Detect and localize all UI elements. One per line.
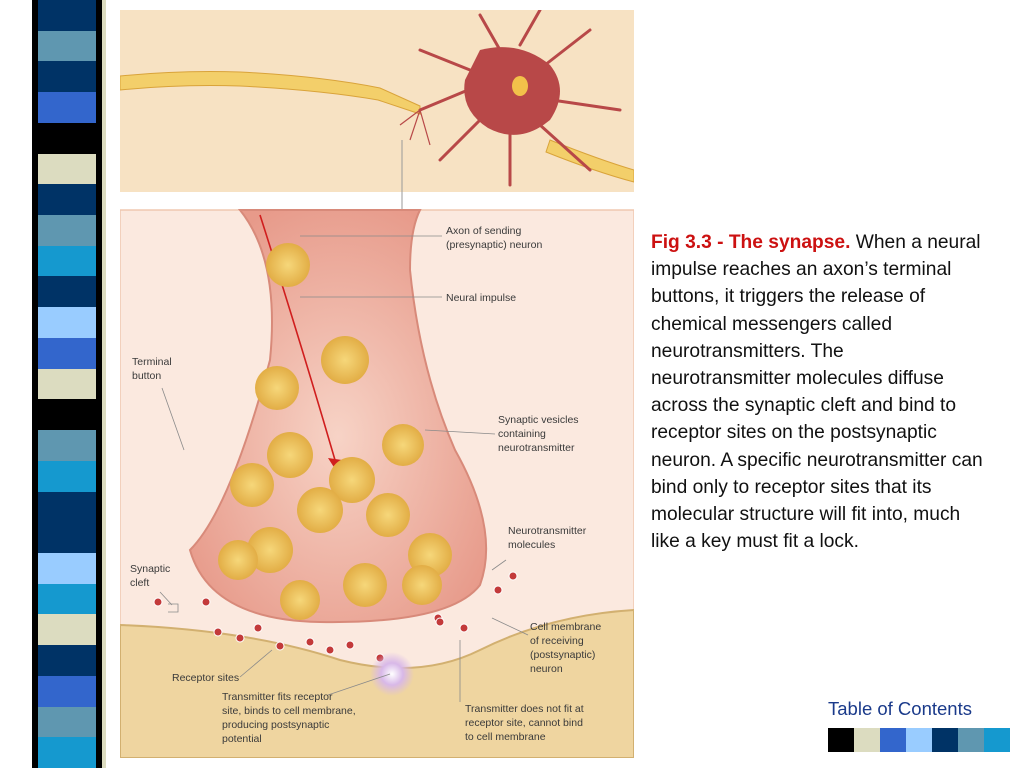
stripe-block [36,737,96,768]
stripe-rule [102,0,106,768]
neuron-nucleus [512,76,528,96]
caption-title: Fig 3.3 - The synapse. [651,232,851,253]
stripe-block [36,522,96,554]
nav-swatch[interactable] [984,728,1010,752]
figure-caption: Fig 3.3 - The synapse. When a neural imp… [651,229,986,555]
vesicle [366,493,410,537]
nav-swatch[interactable] [906,728,932,752]
vesicle [230,463,274,507]
stripe-block [36,122,96,155]
nav-swatch[interactable] [854,728,880,752]
stripe-block [36,30,96,62]
stripe-block [36,184,96,216]
label-vesicles-line3: neurotransmitter [498,442,575,454]
stripe-block [36,399,96,431]
vesicle [321,336,369,384]
nav-swatch[interactable] [932,728,958,752]
label-leader-lines [159,235,529,702]
stripe-block [36,245,96,277]
stripe-block [36,0,96,32]
label-nofit-line3: to cell membrane [465,731,546,743]
label-nofit-line2: receptor site, cannot bind [465,717,583,729]
vesicle [343,563,387,607]
nav-swatch[interactable] [880,728,906,752]
caption-body: When a neural impulse reaches an axon’s … [651,232,983,553]
label-vesicles-line1: Synaptic vesicles [498,414,579,426]
nav-swatch-bar[interactable] [828,728,1010,752]
stripe-edge [32,0,38,768]
stripe-block [36,460,96,493]
stripe-edge [96,0,102,768]
label-nt-line1: Neurotransmitter [508,525,587,537]
label-cleft-line1: Synaptic [130,563,170,575]
nav-swatch[interactable] [828,728,854,752]
synapse-illustration: Axon of sending (presynaptic) neuron Neu… [120,10,634,758]
table-of-contents-link[interactable]: Table of Contents [828,698,972,719]
neuron-soma [464,47,560,135]
stripe-block [36,153,96,185]
axon-myelin [120,71,421,115]
vesicle [382,424,424,466]
label-axon-line1: Axon of sending [446,225,521,237]
nav-swatch[interactable] [958,728,984,752]
vesicle [267,432,313,478]
stripe-block [36,614,96,646]
stripe-block [36,92,96,124]
label-neural-impulse: Neural impulse [446,292,516,304]
label-terminal-line1: Terminal [132,356,172,368]
vesicle [218,540,258,580]
cleft-bracket [168,603,179,613]
vesicle [402,565,442,605]
vesicle [297,487,343,533]
label-receptor-sites: Receptor sites [172,672,239,684]
vesicle [255,366,299,410]
stripe-block [36,368,96,400]
neurotransmitter-molecules [153,571,518,663]
axon-terminals [399,109,431,146]
stripe-block [36,491,96,523]
synapse-figure: Axon of sending (presynaptic) neuron Neu… [120,10,634,758]
stripe-block [36,552,96,585]
label-fits-line3: producing postsynaptic [222,719,329,731]
vesicle [280,580,320,620]
impulse-arrow [259,214,336,461]
label-fits-line4: potential [222,733,262,745]
stripe-block [36,307,96,339]
receptor-binding-glow [370,652,414,696]
label-membrane-line3: (postsynaptic) [530,649,595,661]
vesicle [329,457,375,503]
stripe-block [36,583,96,615]
stripe-block [36,337,96,370]
stripe-block [36,706,96,738]
vesicle [247,527,293,573]
decorative-stripe [0,0,118,768]
label-cleft-line2: cleft [130,577,149,589]
label-membrane-line1: Cell membrane [530,621,601,633]
synaptic-vesicles [218,243,452,620]
label-fits-line2: site, binds to cell membrane, [222,705,356,717]
label-nt-line2: molecules [508,539,555,551]
stripe-block [36,430,96,462]
stripe-block [36,61,96,93]
label-terminal-line2: button [132,370,161,382]
label-nofit-line1: Transmitter does not fit at [465,703,584,715]
stripe-block [36,645,96,677]
label-vesicles-line2: containing [498,428,546,440]
label-axon-line2: (presynaptic) neuron [446,239,542,251]
label-fits-line1: Transmitter fits receptor [222,691,333,703]
stripe-column [36,0,96,768]
stripe-block [36,675,96,708]
vesicle [266,243,310,287]
stripe-block [36,215,96,247]
label-membrane-line4: neuron [530,663,563,675]
stripe-block [36,276,96,308]
label-membrane-line2: of receiving [530,635,584,647]
neuron-dendrites [418,10,622,187]
